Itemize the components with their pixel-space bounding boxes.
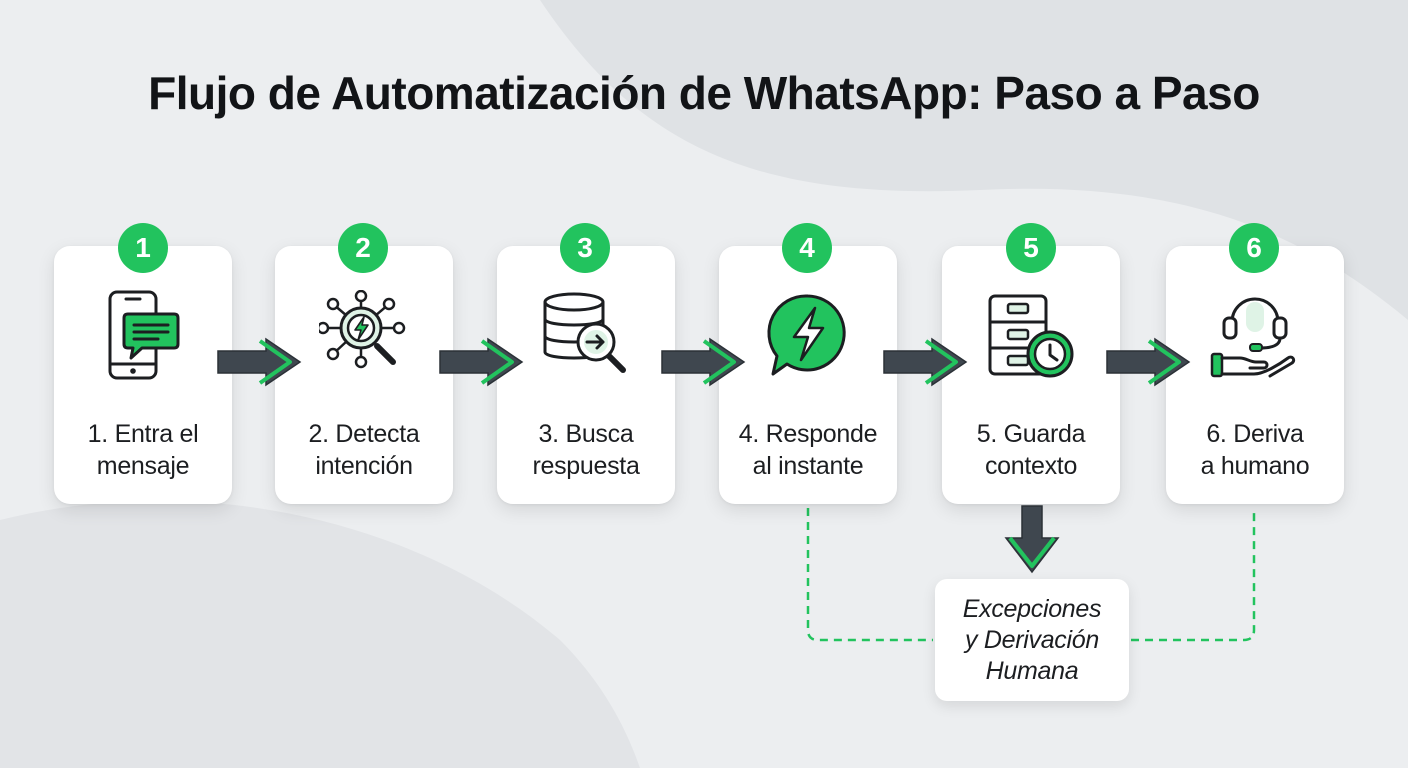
smartphone-chat-icon (108, 290, 180, 380)
exception-line-3: Humana (985, 656, 1079, 685)
step-1-badge: 1 (118, 223, 168, 273)
step-2-badge: 2 (338, 223, 388, 273)
step-6-badge: 6 (1229, 223, 1279, 273)
database-search-icon (543, 292, 626, 373)
arrow-step5-exception (1004, 505, 1060, 574)
headset-hand-icon (1210, 297, 1296, 378)
connector-exception-step6 (1131, 508, 1256, 642)
arrow-step5-step6 (1106, 337, 1191, 387)
lightning-chat-bubble-icon (767, 294, 846, 376)
page-title: Flujo de Automatización de WhatsApp: Pas… (148, 67, 1260, 119)
arrow-step3-step4 (661, 337, 746, 387)
arrow-step4-step5 (883, 337, 968, 387)
step-4-badge: 4 (782, 223, 832, 273)
lightning-network-search-icon (319, 290, 406, 369)
connector-step4-exception (806, 508, 933, 642)
step-3-badge: 3 (560, 223, 610, 273)
exception-line-1: Excepciones (962, 594, 1102, 623)
file-cabinet-clock-icon (988, 294, 1074, 378)
exception-handoff-box: Excepciones y Derivación Humana (935, 579, 1129, 701)
exception-line-2: y Derivación (965, 625, 1099, 654)
step-5-badge: 5 (1006, 223, 1056, 273)
arrow-step1-step2 (217, 337, 302, 387)
arrow-step2-step3 (439, 337, 524, 387)
